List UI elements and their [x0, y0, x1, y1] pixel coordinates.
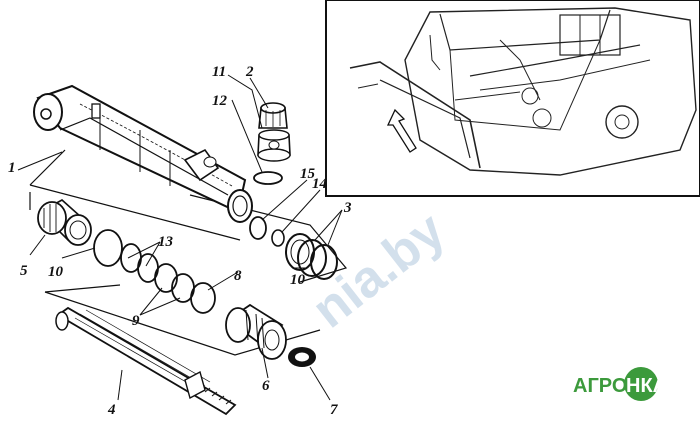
part-10-ring-left: [93, 229, 123, 267]
logo-text-part2: НКА: [626, 375, 667, 397]
location-arrow-icon: [386, 108, 417, 153]
label-part-5: 5: [20, 263, 28, 279]
part-1-cylinder-body: [33, 84, 253, 223]
logo-circle: [624, 367, 658, 401]
part-15-ring: [249, 216, 267, 240]
label-part-7: 7: [330, 402, 338, 418]
part-12-o-ring: [253, 171, 283, 185]
part-6-piston: [225, 303, 287, 360]
inset-combine-view: [325, 0, 700, 197]
part-14-ring: [271, 229, 285, 247]
label-part-1: 1: [8, 160, 16, 176]
part-5-nut: [37, 199, 92, 246]
logo-text-part1: АГРО: [573, 375, 627, 397]
label-part-15: 15: [300, 166, 316, 182]
part-11-fitting: [257, 129, 291, 162]
label-part-9: 9: [132, 313, 140, 329]
label-part-11: 11: [212, 64, 226, 80]
part-8-ring: [190, 282, 216, 314]
part-labels: 1 2 3 4 5 6 7 8 9 10 10 11 12 13 14 15: [8, 64, 352, 418]
agronka-logo: АГРО НКА: [573, 367, 667, 401]
label-part-13: 13: [158, 234, 174, 250]
label-part-3: 3: [343, 200, 352, 216]
part-2-cap: [258, 102, 288, 129]
watermark-text: nia.by: [302, 201, 456, 339]
label-part-2: 2: [245, 64, 254, 80]
label-part-12: 12: [212, 93, 228, 109]
label-part-8: 8: [234, 268, 242, 284]
part-7-washer: [288, 347, 316, 367]
label-part-4: 4: [107, 402, 116, 418]
part-4-rod: [55, 306, 237, 416]
label-part-6: 6: [262, 378, 270, 394]
label-part-14: 14: [312, 176, 328, 192]
label-part-10-right: 10: [290, 272, 306, 288]
label-part-10-left: 10: [48, 264, 64, 280]
leader-lines: [17, 74, 343, 401]
part-9-ring-a: [154, 263, 178, 293]
part-3-seal-set: [285, 233, 338, 280]
